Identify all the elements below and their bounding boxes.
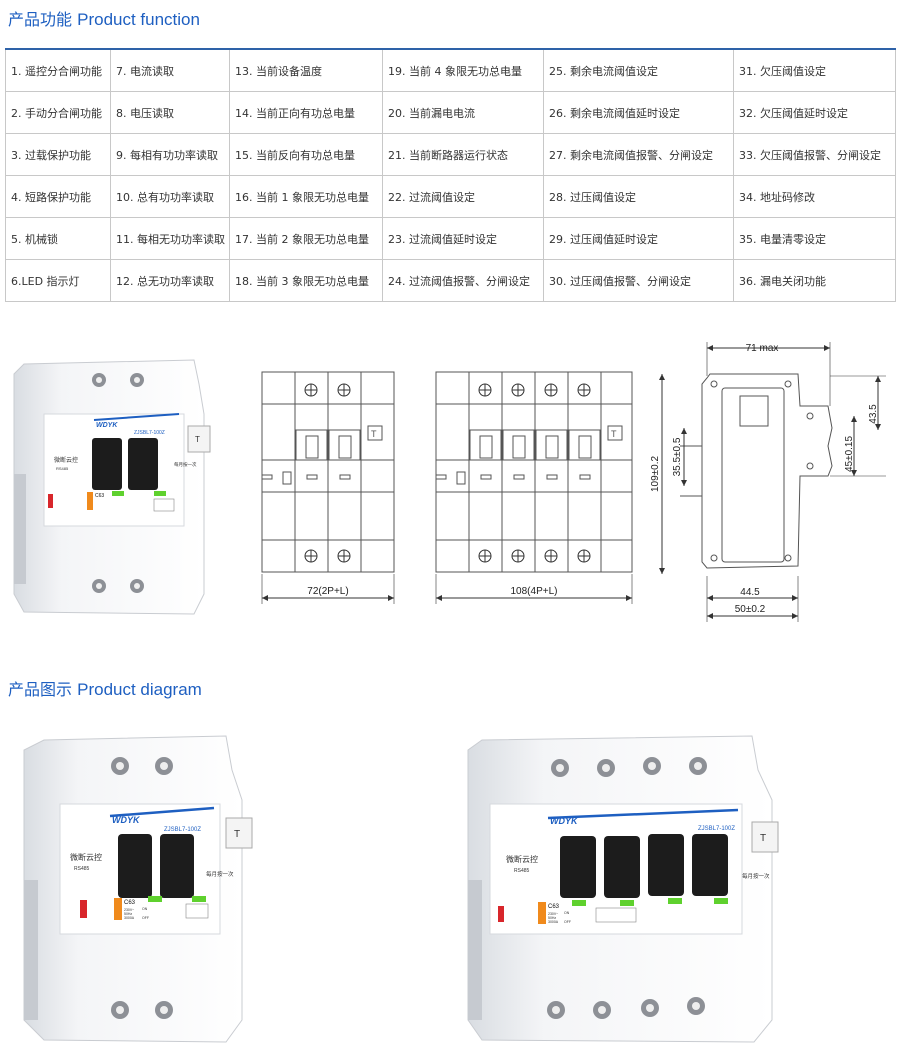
function-cell: 11. 每相无功功率读取 xyxy=(110,217,230,260)
photo2p-spec-3: 3000A xyxy=(124,916,135,920)
photo-brand: WDYK xyxy=(96,422,118,429)
function-cell: 23. 过流阈值延时设定 xyxy=(382,217,544,260)
function-cell: 17. 当前 2 象限无功总电量 xyxy=(229,217,383,260)
function-cell: 27. 剩余电流阈值报警、分闸设定 xyxy=(543,133,734,176)
function-cell: 4. 短路保护功能 xyxy=(5,175,111,218)
photo2p-brand: WDYK xyxy=(112,815,141,825)
diagram-section-title: 产品图示 Product diagram xyxy=(8,676,202,700)
function-cell: 1. 遥控分合闸功能 xyxy=(5,48,111,92)
function-cell: 10. 总有功功率读取 xyxy=(110,175,230,218)
photo4p-brand: WDYK xyxy=(550,816,579,826)
function-cell: 32. 欠压阈值延时设定 xyxy=(733,91,896,134)
diagram-title-en: Product diagram xyxy=(77,680,202,699)
function-title-cn: 产品功能 xyxy=(8,10,73,29)
photo4p-test-note: 每月按一次 xyxy=(742,872,770,880)
photo4p-off: OFF xyxy=(564,920,571,924)
function-cell: 5. 机械锁 xyxy=(5,217,111,260)
photo2p-protocol: RS485 xyxy=(74,866,90,872)
function-cell: 3. 过载保护功能 xyxy=(5,133,111,176)
photo4p-name: 微断云控 xyxy=(506,854,538,864)
photo4p-model: ZJSBL7-100Z xyxy=(698,826,735,832)
photo-protocol: RS485 xyxy=(56,466,69,471)
dim-depth-2: 50±0.2 xyxy=(735,604,766,615)
dim-max-depth: 71 max xyxy=(746,343,779,354)
function-cell: 21. 当前断路器运行状态 xyxy=(382,133,544,176)
dim-height-right-top: 43.5 xyxy=(868,404,879,424)
function-cell: 15. 当前反向有功总电量 xyxy=(229,133,383,176)
photo4p-spec-3: 3000A xyxy=(548,920,559,924)
photo-rating: C63 xyxy=(95,493,104,499)
photo4p-on: ON xyxy=(564,911,570,915)
product-photo-2p-small: WDYK ZJSBL7-100Z 微断云控 RS485 T 每月按一次 C63 xyxy=(13,359,211,615)
dim-height-total: 109±0.2 xyxy=(650,456,661,493)
front-drawing-4p: T 108(4P+L) xyxy=(435,371,633,604)
photo4p-rating: C63 xyxy=(548,904,560,910)
photo2p-on: ON xyxy=(142,907,148,911)
product-photo-4p: WDYK ZJSBL7-100Z 微断云控 RS485 T 每月按一次 C63 … xyxy=(467,735,779,1043)
function-cell: 20. 当前漏电电流 xyxy=(382,91,544,134)
function-cell: 36. 漏电关闭功能 xyxy=(733,259,896,302)
photo-test-button: T xyxy=(195,435,200,444)
function-cell: 24. 过流阈值报警、分闸设定 xyxy=(382,259,544,302)
function-cell: 19. 当前 4 象限无功总电量 xyxy=(382,48,544,92)
function-cell: 8. 电压读取 xyxy=(110,91,230,134)
function-cell: 25. 剩余电流阈值设定 xyxy=(543,48,734,92)
dim-height-right: 45±0.15 xyxy=(844,436,855,473)
function-cell: 6.LED 指示灯 xyxy=(5,259,111,302)
function-cell: 28. 过压阈值设定 xyxy=(543,175,734,218)
photo2p-rating: C63 xyxy=(124,900,136,906)
function-cell: 34. 地址码修改 xyxy=(733,175,896,218)
photo2p-name: 微断云控 xyxy=(70,852,102,862)
photo2p-model: ZJSBL7-100Z xyxy=(164,827,201,833)
dim-depth-1: 44.5 xyxy=(740,587,760,598)
dim-width-4p: 108(4P+L) xyxy=(511,586,558,597)
function-cell: 31. 欠压阈值设定 xyxy=(733,48,896,92)
diagram-title-cn: 产品图示 xyxy=(8,680,73,699)
function-cell: 7. 电流读取 xyxy=(110,48,230,92)
function-cell: 14. 当前正向有功总电量 xyxy=(229,91,383,134)
photo4p-spec-2: 50Hz xyxy=(548,916,556,920)
photo4p-spec-1: 230V~ xyxy=(548,912,558,916)
function-cell: 33. 欠压阈值报警、分闸设定 xyxy=(733,133,896,176)
function-cell: 16. 当前 1 象限无功总电量 xyxy=(229,175,383,218)
photo2p-off: OFF xyxy=(142,916,149,920)
svg-text:T: T xyxy=(371,429,377,439)
function-cell: 30. 过压阈值报警、分闸设定 xyxy=(543,259,734,302)
function-section-title: 产品功能 Product function xyxy=(8,6,200,30)
photo2p-spec-1: 230V~ xyxy=(124,908,134,912)
function-cell: 2. 手动分合闸功能 xyxy=(5,91,111,134)
product-photo-2p: WDYK ZJSBL7-100Z 微断云控 RS485 T 每月按一次 C63 … xyxy=(23,735,253,1043)
function-cell: 35. 电量清零设定 xyxy=(733,217,896,260)
photo2p-spec-2: 50Hz xyxy=(124,912,132,916)
dim-height-inner: 35.5±0.5 xyxy=(672,437,683,476)
photo4p-test-button: T xyxy=(760,833,766,844)
function-cell: 9. 每相有功功率读取 xyxy=(110,133,230,176)
photo2p-test-note: 每月按一次 xyxy=(206,870,234,878)
function-cell: 13. 当前设备温度 xyxy=(229,48,383,92)
function-cell: 18. 当前 3 象限无功总电量 xyxy=(229,259,383,302)
function-cell: 29. 过压阈值延时设定 xyxy=(543,217,734,260)
function-cell: 22. 过流阈值设定 xyxy=(382,175,544,218)
function-title-en: Product function xyxy=(77,10,200,29)
front-drawing-2p: T 72(2P+L) xyxy=(261,371,395,604)
photo-test-note: 每月按一次 xyxy=(174,461,197,468)
photo4p-protocol: RS485 xyxy=(514,868,530,874)
dim-width-2p: 72(2P+L) xyxy=(307,586,348,597)
svg-text:T: T xyxy=(611,429,617,439)
photo-name: 微断云控 xyxy=(54,456,78,464)
side-drawing: 71 max 109±0.2 35.5±0.5 43.5 45±0.15 44.… xyxy=(650,342,886,622)
function-cell: 12. 总无功功率读取 xyxy=(110,259,230,302)
photo2p-test-button: T xyxy=(234,829,240,840)
photo-model: ZJSBL7-100Z xyxy=(134,430,165,436)
function-cell: 26. 剩余电流阈值延时设定 xyxy=(543,91,734,134)
